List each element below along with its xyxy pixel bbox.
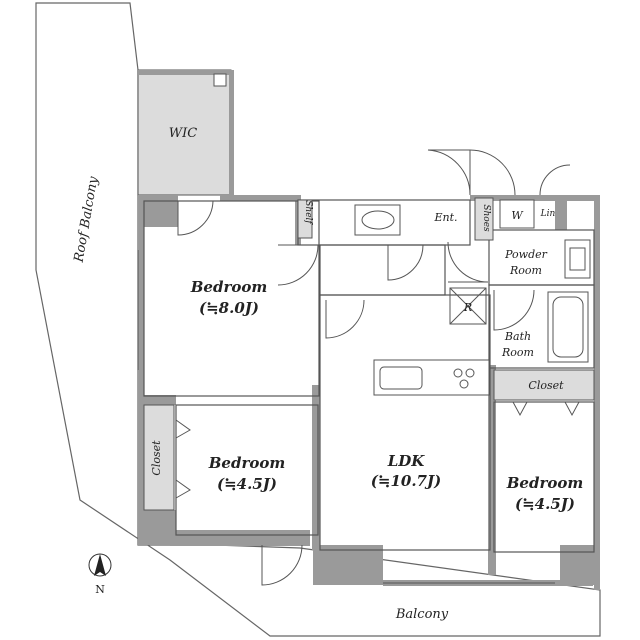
- bedroom-main-size: (≒8.0J): [199, 299, 259, 317]
- interior-walls: [143, 199, 595, 553]
- washer-label: W: [511, 209, 524, 222]
- bedroom-right-name: Bedroom: [506, 474, 584, 492]
- exterior-walls: [138, 195, 600, 590]
- shoes-label: Shoes: [481, 204, 491, 232]
- linen-label: Lin: [540, 209, 556, 219]
- closet-left-area: [143, 404, 175, 511]
- closet-left-label: Closet: [150, 440, 163, 476]
- refrigerator-label: R: [463, 301, 472, 314]
- refrigerator-box: [449, 287, 487, 325]
- bedroom-left-size: (≒4.5J): [217, 475, 277, 493]
- wic-wall-top: [138, 70, 231, 75]
- wic-label: WIC: [169, 126, 197, 141]
- balcony-label: Balcony: [395, 607, 449, 622]
- ldk-size: (≒10.7J): [371, 472, 441, 490]
- powder-room-line2: Room: [509, 264, 542, 277]
- bedroom-main-name: Bedroom: [190, 278, 268, 296]
- wic-area: [137, 69, 232, 196]
- toilet-fixture: [354, 204, 401, 236]
- compass-north-label: N: [95, 583, 105, 596]
- door-swings: [177, 149, 571, 586]
- bathtub-fixture: [547, 291, 589, 363]
- shoes-area: [474, 197, 494, 241]
- ldk-name: LDK: [387, 452, 426, 470]
- powder-room-line1: Powder: [504, 248, 548, 261]
- windows: [137, 250, 555, 584]
- closet-door-marks: [175, 401, 580, 499]
- washer-box: [499, 199, 535, 229]
- bedroom-left-name: Bedroom: [208, 454, 286, 472]
- closet-right-label: Closet: [528, 379, 564, 392]
- closet-right-area: [493, 369, 595, 401]
- compass: [88, 553, 112, 577]
- sink-fixture: [564, 239, 591, 279]
- entrance-label: Ent.: [433, 211, 457, 224]
- bath-room-line1: Bath: [504, 330, 531, 343]
- bedroom-right-size: (≒4.5J): [515, 495, 575, 513]
- wic-wall-right: [229, 70, 234, 195]
- wic-pillar: [213, 73, 227, 87]
- roof-balcony-label: Roof Balcony: [71, 175, 101, 265]
- bath-room-line2: Room: [501, 346, 534, 359]
- kitchen-counter: [373, 359, 490, 396]
- shelf-area: [297, 199, 313, 239]
- shelf-label: Shelf: [303, 200, 313, 225]
